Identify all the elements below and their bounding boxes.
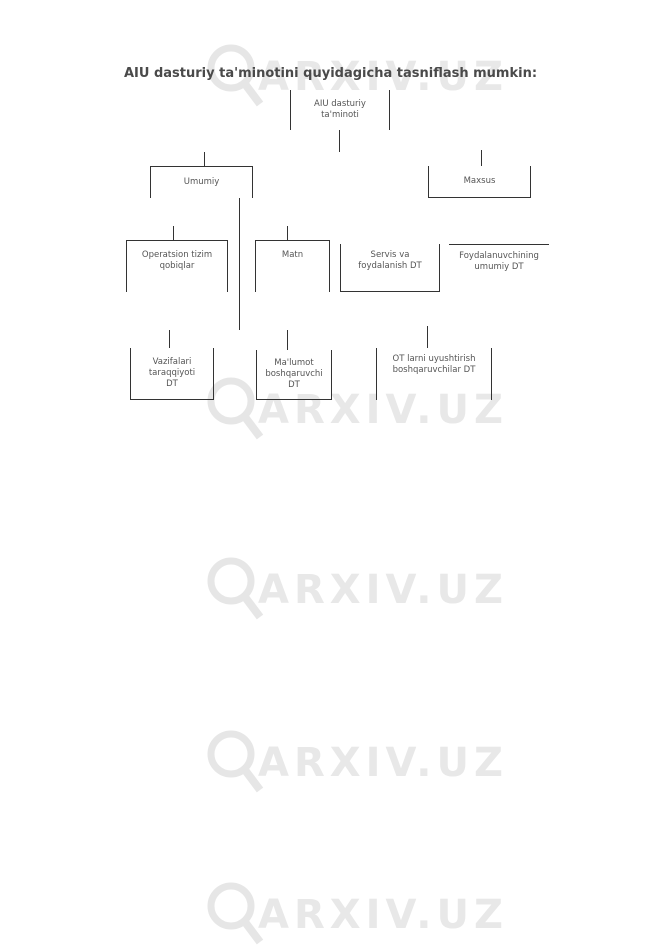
watermark: ARXIV.UZ (0, 42, 661, 112)
connector-line (287, 226, 288, 240)
watermark: ARXIV.UZ (0, 728, 661, 798)
magnifier-logo-icon (207, 377, 264, 440)
magnifier-logo-icon (207, 730, 264, 793)
node-foydalanuvchi: Foydalanuvchining umumiy DT (449, 244, 549, 288)
connector-line (204, 152, 205, 166)
connector-line (173, 226, 174, 240)
node-ot: OT larni uyushtirish boshqaruvchilar DT (376, 348, 492, 400)
watermark-text: ARXIV.UZ (258, 54, 508, 100)
magnifier-logo-icon (207, 882, 264, 945)
connector-line (169, 330, 170, 348)
watermark: ARXIV.UZ (0, 880, 661, 950)
node-operatsion: Operatsion tizim qobiqlar (126, 240, 228, 292)
node-umumiy: Umumiy (150, 166, 253, 198)
magnifier-logo-icon (207, 44, 264, 107)
node-matn: Matn (255, 240, 330, 292)
connector-line (239, 198, 240, 330)
magnifier-logo-icon (207, 557, 264, 620)
node-malumot: Ma'lumot boshqaruvchi DT (256, 350, 332, 400)
node-root: AIU dasturiy ta'minoti (290, 90, 390, 130)
watermark: ARXIV.UZ (0, 375, 661, 445)
watermark-text: ARXIV.UZ (258, 387, 508, 433)
watermark-text: ARXIV.UZ (258, 892, 508, 938)
connector-line (427, 326, 428, 348)
connector-line (339, 130, 340, 152)
node-vazifalari: Vazifalari taraqqiyoti DT (130, 348, 214, 400)
watermark: ARXIV.UZ (0, 555, 661, 625)
page-title: AIU dasturiy ta'minotini quyidagicha tas… (123, 66, 538, 81)
connector-line (287, 330, 288, 350)
node-servis: Servis va foydalanish DT (340, 244, 440, 292)
watermark-text: ARXIV.UZ (258, 740, 508, 786)
node-maxsus: Maxsus (428, 166, 531, 198)
connector-line (481, 150, 482, 166)
watermark-text: ARXIV.UZ (258, 567, 508, 613)
